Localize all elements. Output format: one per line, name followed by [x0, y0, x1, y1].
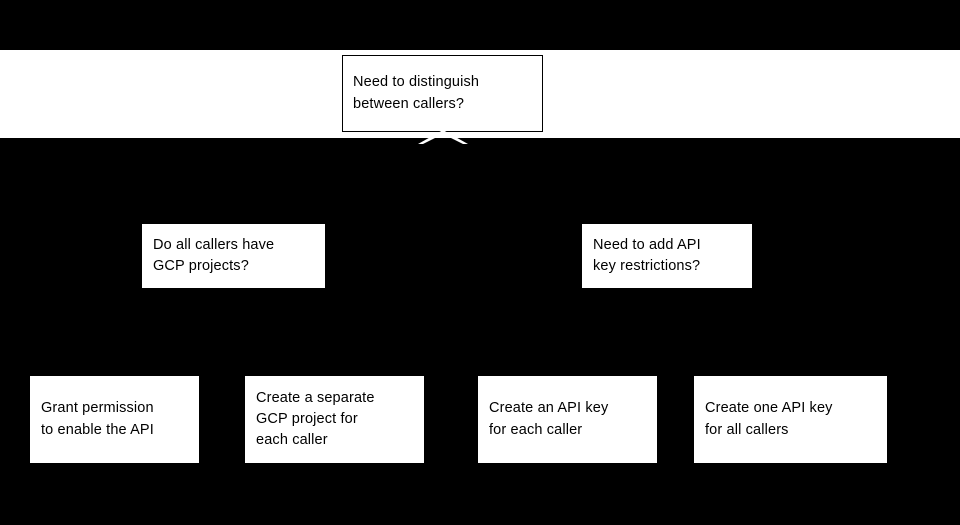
- node-label: Grant permission to enable the API: [41, 400, 154, 438]
- node-label: Create a separate GCP project for each c…: [256, 389, 375, 449]
- node-label: Create one API key for all callers: [705, 400, 833, 438]
- node-need-to-distinguish-between-callers[interactable]: Need to distinguish between callers?: [342, 55, 543, 132]
- node-label: Need to add API key restrictions?: [593, 236, 701, 274]
- node-need-to-add-api-key-restrictions[interactable]: Need to add API key restrictions?: [582, 224, 752, 288]
- node-create-one-api-key-for-all-callers[interactable]: Create one API key for all callers: [694, 376, 887, 463]
- node-label: Need to distinguish between callers?: [353, 74, 480, 112]
- node-label: Create an API key for each caller: [489, 400, 609, 438]
- node-create-an-api-key-for-each-caller[interactable]: Create an API key for each caller: [478, 376, 657, 463]
- node-label: Do all callers have GCP projects?: [153, 236, 275, 274]
- node-grant-permission-to-enable-the-api[interactable]: Grant permission to enable the API: [30, 376, 199, 463]
- node-do-all-callers-have-gcp-projects[interactable]: Do all callers have GCP projects?: [142, 224, 325, 288]
- node-create-a-separate-gcp-project-for-each-caller[interactable]: Create a separate GCP project for each c…: [245, 376, 424, 463]
- root-down-connector-icon: [416, 130, 470, 146]
